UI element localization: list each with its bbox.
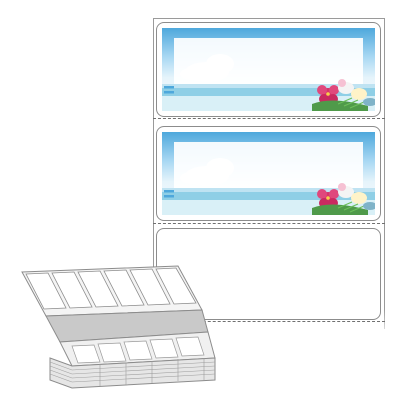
perforation-line-1	[153, 118, 385, 119]
palm-leaf-icon	[312, 97, 375, 111]
beach-artwork	[162, 28, 375, 111]
printed-label-2	[156, 126, 381, 221]
unfolded-top-sheet	[21, 265, 203, 317]
shell-icon	[338, 79, 367, 100]
beach-artwork	[162, 132, 375, 215]
stack-edge	[49, 357, 216, 389]
shell-icon	[338, 183, 367, 204]
perforation-line-2	[153, 223, 385, 224]
cloud-icon	[180, 158, 234, 186]
perforation-line-3	[153, 321, 385, 322]
printed-label-1	[156, 22, 381, 117]
folded-sheet	[45, 309, 216, 367]
palm-leaf-icon	[312, 201, 375, 215]
fanfold-stack-illustration	[21, 265, 216, 389]
cloud-icon	[180, 54, 234, 82]
